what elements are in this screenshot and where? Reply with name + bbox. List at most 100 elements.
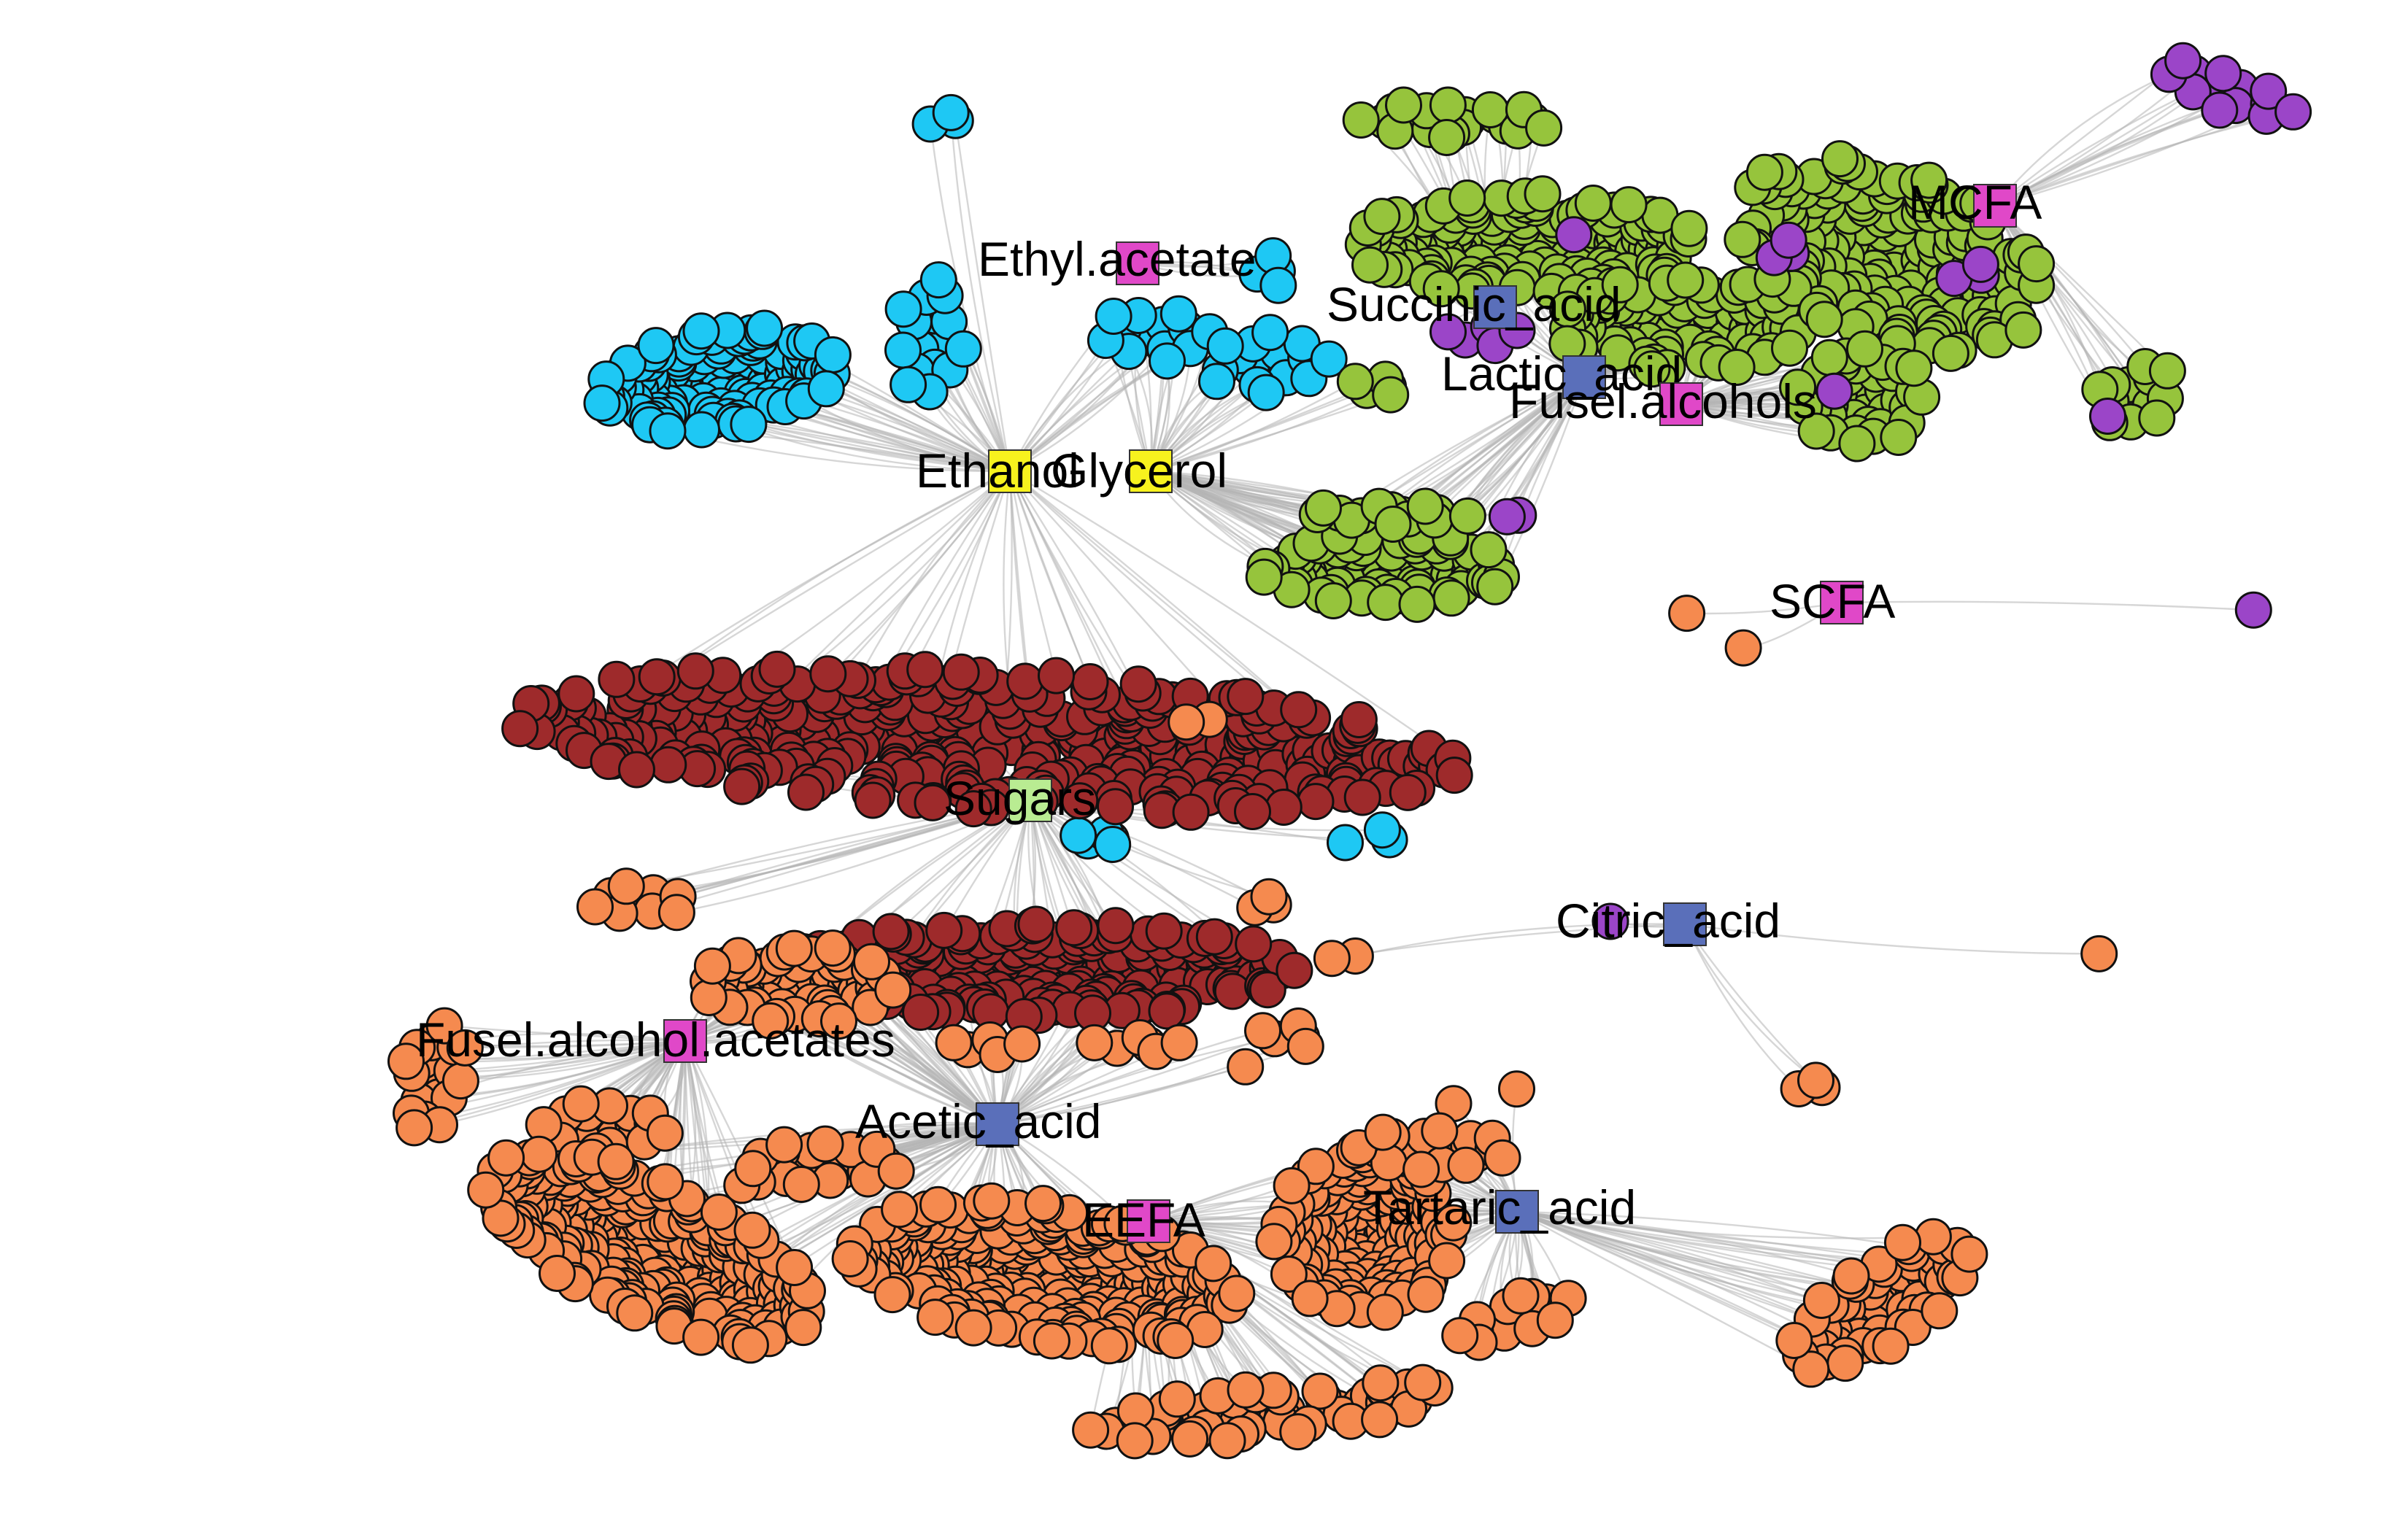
network-edge: [1994, 109, 2220, 207]
member-node: [520, 1135, 558, 1173]
hub-label: Acetic_acid: [855, 1094, 1102, 1148]
member-cluster-purple: [1488, 496, 1537, 535]
network-edge: [1009, 470, 1454, 759]
member-node: [1159, 295, 1197, 333]
member-node: [807, 370, 845, 408]
member-node: [884, 331, 922, 369]
member-node: [1148, 992, 1186, 1030]
member-node: [1206, 327, 1244, 365]
network-edge: [1030, 799, 1256, 909]
member-node: [1234, 793, 1271, 830]
network-edge: [444, 1024, 686, 1042]
network-edge: [1030, 799, 1274, 906]
member-node: [1172, 793, 1210, 831]
member-node: [730, 406, 768, 444]
member-node: [1498, 1070, 1535, 1108]
member-node: [649, 746, 687, 784]
member-node: [1838, 425, 1876, 463]
member-node: [1435, 757, 1473, 794]
network-edge: [1841, 600, 2254, 611]
member-node: [1363, 811, 1401, 849]
member-node: [1076, 1024, 1114, 1061]
hub-mcfa: MCFA: [1908, 175, 2042, 229]
member-cluster-orange: [723, 1150, 776, 1204]
member-node: [752, 1002, 790, 1040]
member-node: [944, 330, 982, 368]
member-node: [1914, 1218, 1952, 1256]
network-edge: [997, 1066, 1246, 1126]
member-node: [597, 1142, 635, 1180]
member-node: [441, 1062, 479, 1100]
member-node: [1884, 1223, 1921, 1261]
member-cluster-purple: [1755, 221, 1810, 276]
member-node: [784, 1309, 822, 1347]
member-node: [820, 1002, 857, 1040]
member-node: [1297, 783, 1335, 821]
member-nodes: [387, 42, 2312, 1460]
hub-tartaric-acid: Tartaric_acid: [1363, 1180, 1636, 1234]
network-edge: [1516, 1210, 1934, 1239]
member-cluster-blue: [583, 309, 852, 450]
member-node: [1770, 221, 1807, 259]
member-node: [1633, 350, 1671, 388]
member-node: [1245, 558, 1283, 596]
member-node: [1227, 1371, 1265, 1409]
member-node: [1932, 334, 1969, 372]
network-edge: [1683, 924, 1817, 1081]
member-node: [387, 1042, 425, 1080]
member-node: [1235, 925, 1273, 963]
member-cluster-orange: [467, 1135, 826, 1364]
member-node: [787, 773, 825, 811]
member-node: [1310, 340, 1348, 378]
member-node: [1810, 338, 1848, 376]
network-edge: [773, 471, 1011, 697]
network-edge: [950, 112, 1011, 472]
member-node: [583, 384, 621, 422]
member-cluster-purple: [2234, 591, 2272, 629]
member-cluster-purple: [1429, 308, 1536, 365]
network-edge: [460, 1040, 686, 1082]
member-cluster-blue: [884, 261, 982, 411]
member-node: [1432, 579, 1470, 617]
member-node: [1273, 1167, 1311, 1204]
member-node: [1667, 261, 1705, 299]
member-node: [1591, 902, 1629, 940]
member-node: [1279, 1413, 1317, 1451]
member-node: [649, 412, 687, 450]
member-node: [1374, 506, 1412, 543]
member-node: [925, 911, 963, 949]
hub-scfa: SCFA: [1770, 574, 1895, 628]
member-node: [1404, 1363, 1442, 1401]
member-node: [1251, 314, 1289, 352]
member-node: [1157, 1322, 1195, 1359]
network-edge: [639, 470, 1011, 685]
member-cluster-orange: [1076, 1019, 1198, 1070]
member-node: [2164, 42, 2202, 80]
hub-ethyl-acetate: Ethyl.acetate: [978, 232, 1257, 286]
hub-eefa: EEFA: [1082, 1193, 1205, 1247]
member-node: [1421, 1112, 1459, 1150]
member-node: [1429, 86, 1467, 124]
member-node: [881, 1191, 919, 1229]
member-node: [576, 888, 614, 926]
member-node: [647, 1163, 684, 1201]
member-node: [765, 1126, 803, 1164]
member-node: [700, 1194, 738, 1231]
member-node: [902, 994, 940, 1031]
member-node: [1342, 101, 1380, 139]
member-node: [1815, 372, 1853, 410]
member-node: [682, 312, 720, 350]
member-node: [758, 650, 796, 688]
member-node: [746, 309, 784, 347]
member-node: [1441, 1317, 1479, 1355]
member-node: [1950, 1235, 1988, 1273]
member-node: [1668, 595, 1706, 632]
hub-label: Citric_acid: [1556, 894, 1780, 948]
member-node: [487, 1139, 525, 1177]
member-cluster-orange: [690, 929, 912, 1040]
member-node: [914, 784, 952, 821]
member-node: [1286, 1027, 1324, 1065]
member-node: [873, 1276, 911, 1314]
member-node: [1171, 1420, 1209, 1458]
member-node: [646, 1114, 684, 1152]
